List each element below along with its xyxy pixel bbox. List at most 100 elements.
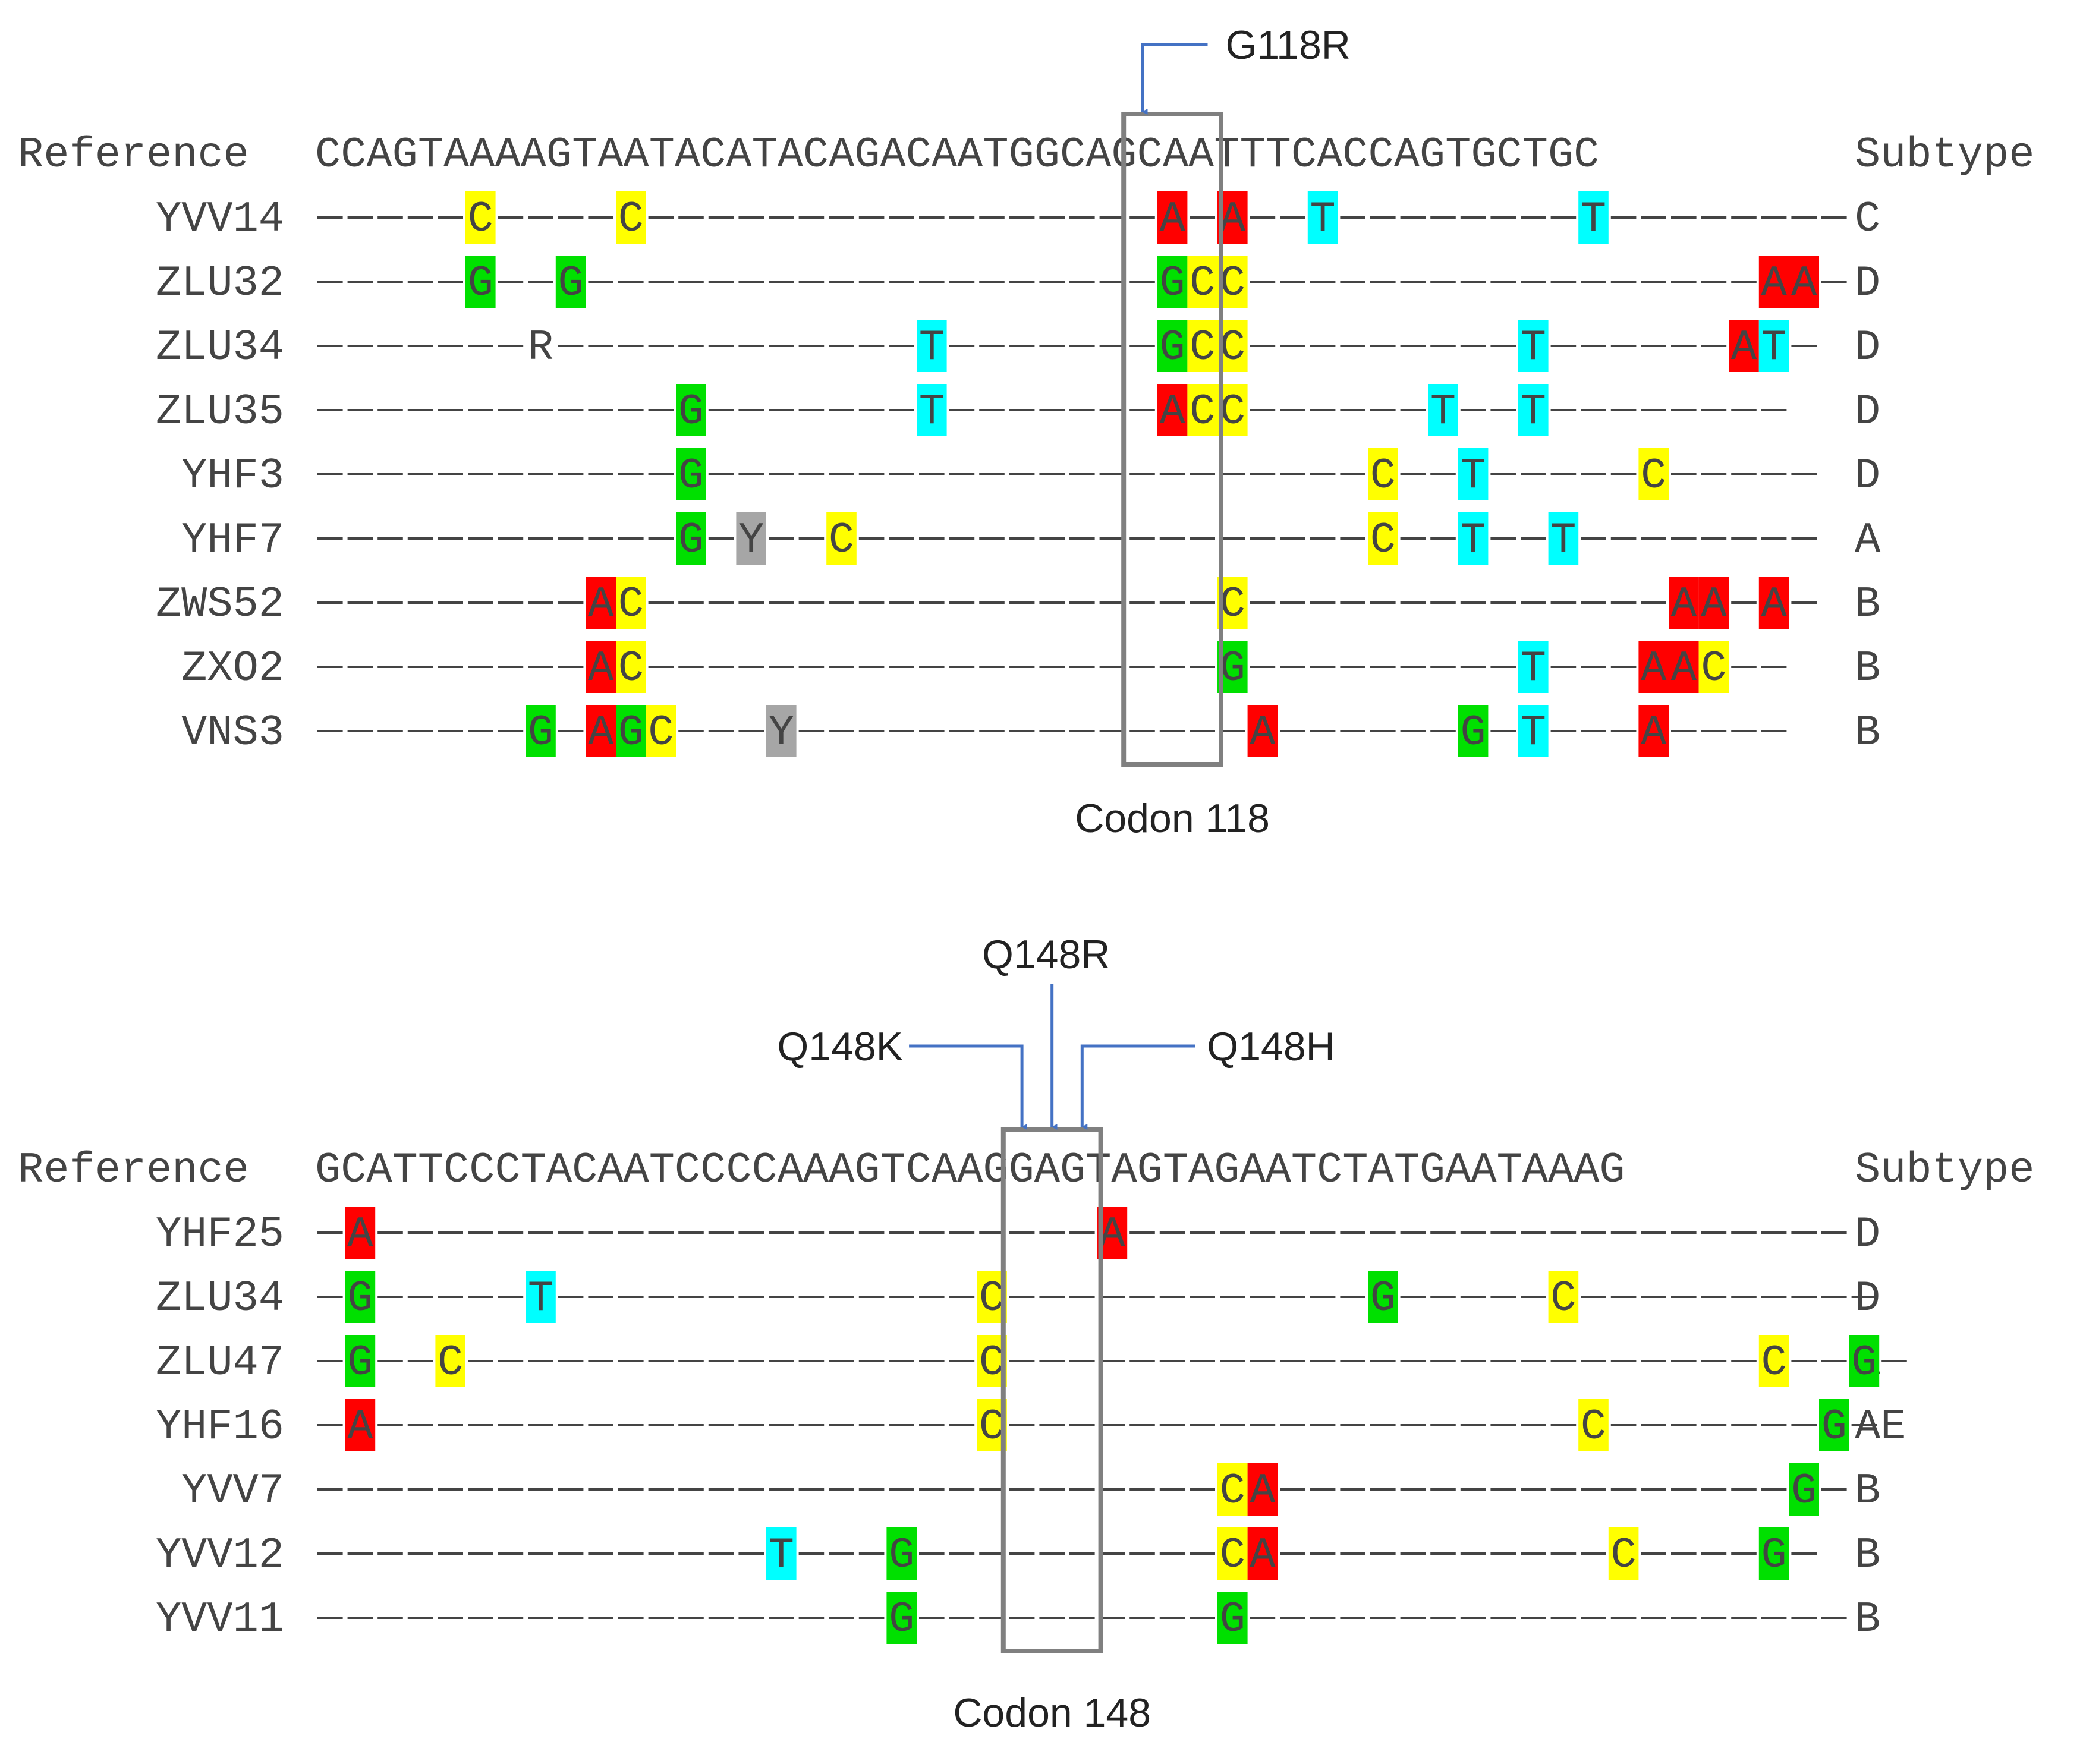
substitution-base: C (1581, 1403, 1606, 1451)
substitution-highlight (1789, 1463, 1819, 1516)
substitution-highlight (586, 641, 616, 693)
substitution-highlight (1638, 705, 1669, 757)
substitution-base: A (1099, 1210, 1125, 1259)
codon-label: Codon 118 (1075, 796, 1270, 841)
subtype-value: D (1855, 388, 1880, 436)
substitution-highlight (1157, 191, 1188, 244)
substitution-highlight (1217, 1592, 1248, 1644)
substitution-highlight (646, 705, 676, 757)
substitution-base: G (889, 1531, 914, 1580)
substitution-highlight (526, 705, 556, 757)
substitution-highlight (345, 1335, 376, 1387)
substitution-base: C (1610, 1531, 1636, 1580)
substitution-base: C (829, 516, 854, 565)
substitution-base: A (1671, 644, 1697, 693)
substitution-highlight (1758, 320, 1789, 372)
mutation-label: Q148H (1207, 1024, 1335, 1069)
substitution-base: C (1701, 644, 1726, 693)
substitution-base: A (1250, 1531, 1276, 1580)
substitution-highlight (586, 705, 616, 757)
substitution-base: C (468, 195, 493, 244)
substitution-base: A (1701, 580, 1727, 629)
substitution-highlight (465, 256, 496, 308)
sample-name: ZWS52 (156, 580, 284, 629)
substitution-base: C (1370, 516, 1396, 565)
subtype-value: D (1855, 259, 1880, 308)
substitution-base: A (1731, 323, 1757, 372)
substitution-base: T (769, 1531, 794, 1580)
substitution-highlight (676, 448, 706, 500)
substitution-highlight (1247, 1527, 1278, 1580)
substitution-base: A (347, 1403, 373, 1451)
subtype-value: AE (1855, 1403, 1906, 1451)
substitution-base: T (528, 1274, 553, 1323)
substitution-base: G (1159, 323, 1185, 372)
substitution-highlight (1698, 577, 1729, 629)
substitution-base: G (618, 708, 644, 757)
mutation-arrow (1080, 1044, 1195, 1130)
sample-name: YVV14 (156, 195, 284, 244)
substitution-highlight (1518, 320, 1549, 372)
substitution-highlight (1368, 512, 1398, 565)
substitution-highlight (766, 705, 797, 757)
substitution-base: C (1220, 1467, 1245, 1516)
sequence-row: ZLU47AGCCCG (156, 1335, 1907, 1387)
substitution-highlight (1758, 1335, 1789, 1387)
substitution-highlight (1578, 191, 1609, 244)
substitution-base: Y (738, 516, 764, 565)
substitution-base: T (1460, 452, 1486, 500)
substitution-base: C (618, 580, 644, 629)
substitution-highlight (345, 1399, 376, 1451)
substitution-highlight (1368, 1271, 1398, 1323)
mutation-label: G118R (1226, 23, 1351, 68)
substitution-base: G (1370, 1274, 1396, 1323)
substitution-base: C (979, 1338, 1005, 1387)
reference-label: Reference (18, 131, 249, 179)
substitution-base: C (618, 195, 644, 244)
substitution-base: T (1521, 388, 1546, 436)
substitution-base: G (1791, 1467, 1817, 1516)
substitution-highlight (345, 1271, 376, 1323)
substitution-base: A (1250, 708, 1276, 757)
substitution-base: G (889, 1595, 914, 1644)
substitution-base: T (1430, 388, 1456, 436)
substitution-highlight (1187, 320, 1217, 372)
substitution-base: G (347, 1274, 373, 1323)
substitution-highlight (1758, 1527, 1789, 1580)
sample-name: ZXO2 (181, 644, 284, 693)
subtype-value: B (1855, 580, 1880, 629)
sample-name: YVV11 (156, 1595, 284, 1644)
subtype-value: B (1855, 644, 1880, 693)
subtype-value: D (1855, 452, 1880, 500)
substitution-highlight (465, 191, 496, 244)
substitution-base: A (1791, 259, 1817, 308)
substitution-base: C (1190, 259, 1215, 308)
substitution-base: C (1220, 580, 1245, 629)
substitution-base: C (1190, 388, 1215, 436)
substitution-base: T (1761, 323, 1786, 372)
substitution-base: A (588, 644, 614, 693)
sample-name: YHF16 (156, 1403, 284, 1451)
subtype-value: A (1855, 516, 1881, 565)
substitution-highlight (917, 320, 947, 372)
subtype-value: C (1855, 195, 1880, 244)
substitution-base: A (1761, 580, 1787, 629)
substitution-highlight (826, 512, 857, 565)
substitution-base: T (1460, 516, 1486, 565)
substitution-highlight (616, 641, 646, 693)
substitution-base: G (678, 452, 704, 500)
substitution-base: C (979, 1403, 1005, 1451)
mutation-arrow (1141, 43, 1208, 115)
substitution-highlight (1638, 641, 1669, 693)
codon-box (1000, 1127, 1103, 1653)
